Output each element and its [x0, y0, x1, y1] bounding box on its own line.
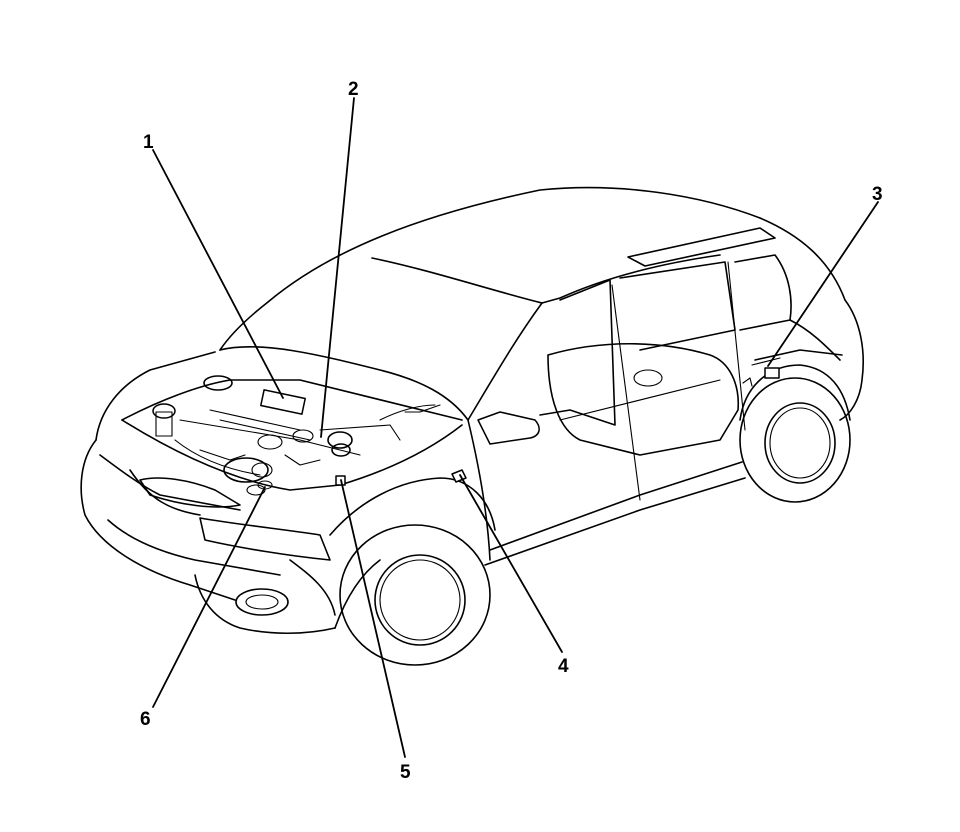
rear-wheel: [739, 364, 851, 503]
body-outline: [80, 186, 865, 635]
callout-2: 2: [348, 79, 359, 100]
leader-line-4: [459, 474, 563, 653]
rear-components: [742, 357, 781, 387]
leader-line-1: [152, 149, 284, 399]
callout-3: 3: [872, 184, 883, 205]
control-module: [260, 389, 306, 415]
engine-components: [152, 375, 441, 496]
callout-1: 1: [143, 132, 154, 153]
front-wheel: [339, 524, 491, 666]
interior-floor: [547, 343, 740, 456]
rear-module: [764, 367, 780, 379]
leader-lines: [152, 97, 879, 758]
leader-line-2: [320, 97, 355, 438]
callout-4: 4: [558, 656, 569, 677]
leader-line-5: [340, 479, 406, 758]
leader-line-6: [152, 486, 266, 708]
leader-line-3: [767, 201, 879, 367]
callout-6: 6: [140, 709, 151, 730]
callout-labels: 1 2 3 4 5 6: [140, 79, 883, 783]
callout-5: 5: [400, 762, 411, 783]
